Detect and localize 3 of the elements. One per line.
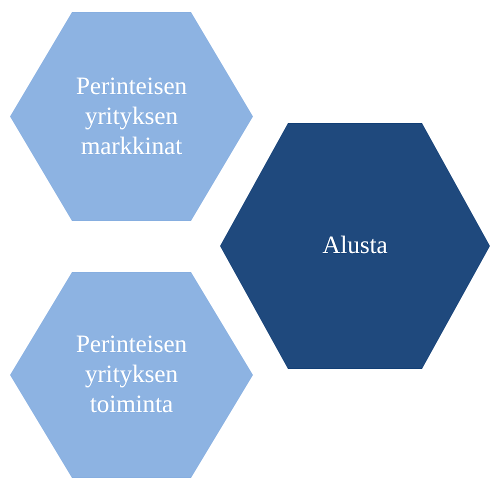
node-label: Perinteisen yrityksen toiminta: [74, 330, 188, 420]
node-label: Perinteisen yrityksen markkinat: [74, 72, 188, 162]
node-label: Alusta: [322, 231, 388, 261]
